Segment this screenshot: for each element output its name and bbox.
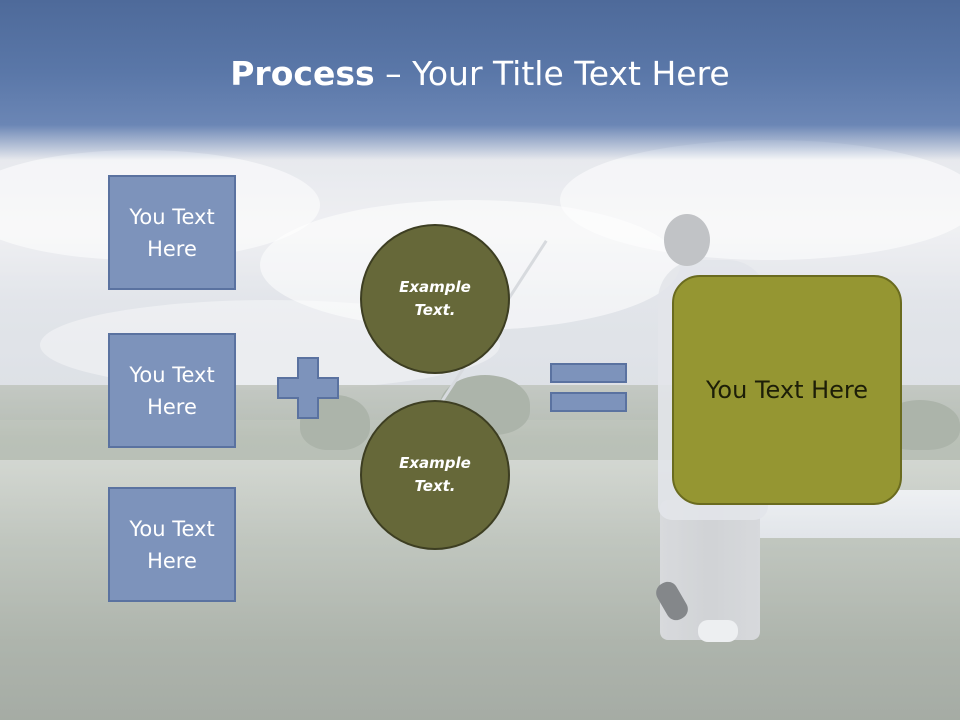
result-box: You Text Here [672,275,902,505]
example-circle-label: Example Text. [399,454,471,495]
golfer-shoe [698,620,738,642]
example-circle-2: Example Text. [360,400,510,550]
title-separator: – [374,54,413,93]
title-band [0,0,960,160]
background-cloud [560,140,960,260]
equals-bar-top [550,363,627,383]
title-rest: Your Title Text Here [412,54,730,93]
title-bold: Process [230,54,375,93]
result-label: You Text Here [705,376,869,404]
input-box-label: You Text Here [129,362,215,419]
example-circle-label: Example Text. [399,278,471,319]
input-box-label: You Text Here [129,516,215,573]
input-box-2: You Text Here [108,333,236,448]
slide-title: Process – Your Title Text Here [0,52,960,96]
input-box-label: You Text Here [129,204,215,261]
golfer-head [664,214,710,266]
equals-bar-bottom [550,392,627,412]
input-box-3: You Text Here [108,487,236,602]
plus-icon [277,357,339,419]
example-circle-1: Example Text. [360,224,510,374]
input-box-1: You Text Here [108,175,236,290]
